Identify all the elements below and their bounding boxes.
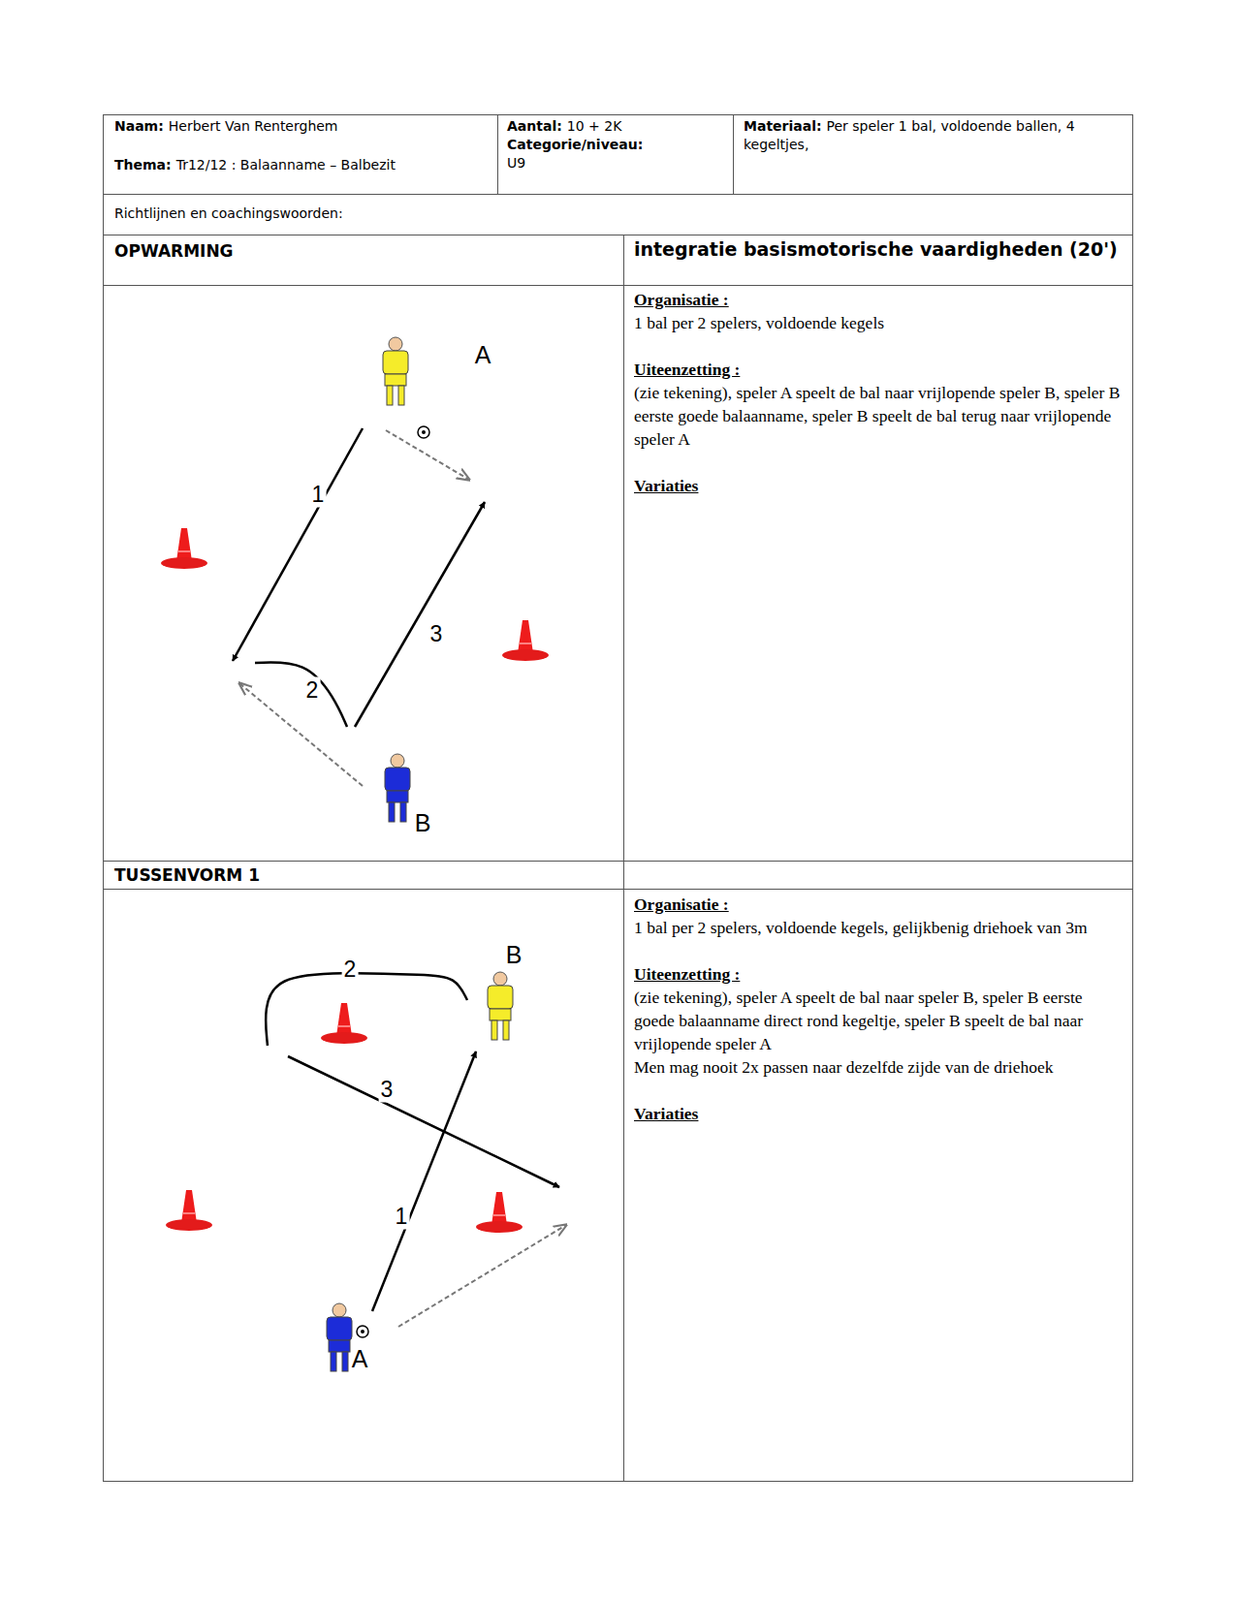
run-arrow bbox=[354, 502, 485, 728]
callout-number: 2 bbox=[304, 677, 321, 704]
player-letter: A bbox=[475, 341, 492, 370]
ball bbox=[356, 1326, 369, 1338]
body-text: Tr12/12 : Balaanname – Balbezit bbox=[176, 157, 396, 173]
body-text: TUSSENVORM 1 bbox=[114, 865, 260, 886]
run-arrow bbox=[232, 428, 363, 662]
player-figure bbox=[487, 972, 513, 1041]
callout-number: 3 bbox=[379, 1077, 396, 1104]
player-figure bbox=[382, 337, 409, 406]
callout-number: 1 bbox=[310, 481, 327, 508]
cone bbox=[160, 528, 208, 570]
text-cell: Richtlijnen en coachingswoorden: bbox=[114, 204, 697, 223]
text-cell: Materiaal:Per speler 1 bal, voldoende ba… bbox=[743, 117, 1130, 155]
body-text: 1 bal per 2 spelers, voldoende kegels, g… bbox=[633, 916, 1124, 940]
body-text: 10 + 2K bbox=[567, 118, 623, 134]
pass-arrow bbox=[239, 683, 363, 787]
field-label: Thema: bbox=[114, 157, 172, 173]
section-heading: Uiteenzetting : bbox=[633, 357, 1124, 381]
player-letter: B bbox=[414, 809, 432, 838]
section-heading: Variaties bbox=[633, 474, 1124, 498]
cone bbox=[320, 1003, 368, 1045]
run-arrow bbox=[287, 1056, 560, 1188]
dribble-path bbox=[254, 662, 348, 728]
table-grid bbox=[102, 114, 1134, 1483]
text-cell: Organisatie :1 bal per 2 spelers, voldoe… bbox=[633, 892, 1124, 1126]
player-figure bbox=[384, 754, 411, 823]
text-cell: integratie basismotorische vaardigheden … bbox=[633, 238, 1124, 260]
body-text: OPWARMING bbox=[114, 241, 234, 261]
body-text: Richtlijnen en coachingswoorden: bbox=[114, 205, 344, 222]
pass-arrow bbox=[385, 430, 470, 480]
exercise-illustration bbox=[160, 337, 567, 1372]
dribble-path bbox=[265, 973, 468, 1046]
section-heading: Variaties bbox=[633, 1102, 1124, 1126]
pass-arrow bbox=[398, 1225, 567, 1328]
section-heading: Organisatie : bbox=[633, 892, 1124, 917]
cone bbox=[502, 620, 549, 662]
text-cell: Naam:Herbert Van Renterghem bbox=[114, 117, 488, 136]
callout-number: 2 bbox=[342, 956, 359, 983]
body-text: Men mag nooit 2x passen naar dezelfde zi… bbox=[633, 1055, 1124, 1079]
text-cell: TUSSENVORM 1 bbox=[114, 865, 600, 886]
body-text: (zie tekening), speler A speelt de bal n… bbox=[633, 985, 1124, 1056]
callout-number: 3 bbox=[428, 621, 445, 648]
body-text: integratie basismotorische vaardigheden … bbox=[633, 238, 1118, 260]
field-label: Aantal: bbox=[507, 118, 563, 134]
text-cell: Thema:Tr12/12 : Balaanname – Balbezit bbox=[114, 156, 488, 175]
player-letter: A bbox=[351, 1345, 369, 1374]
cone bbox=[475, 1192, 523, 1234]
cone bbox=[165, 1190, 213, 1232]
field-label: Naam: bbox=[114, 118, 164, 134]
field-label: Materiaal: bbox=[743, 118, 823, 134]
body-text: Herbert Van Renterghem bbox=[168, 118, 339, 134]
body-text: U9 bbox=[507, 154, 729, 173]
callout-number: 1 bbox=[393, 1204, 411, 1231]
run-arrow bbox=[372, 1051, 476, 1312]
text-cell: Aantal:10 + 2KCategorie/niveau:U9 bbox=[507, 117, 729, 173]
text-cell: OPWARMING bbox=[114, 241, 600, 261]
section-heading: Uiteenzetting : bbox=[633, 962, 1124, 986]
section-heading: Organisatie : bbox=[633, 287, 1124, 312]
field-label: Categorie/niveau: bbox=[507, 135, 729, 155]
body-text: 1 bal per 2 spelers, voldoende kegels bbox=[633, 311, 1124, 335]
text-cell: Organisatie :1 bal per 2 spelers, voldoe… bbox=[633, 287, 1124, 498]
ball bbox=[417, 426, 430, 439]
player-figure bbox=[326, 1303, 352, 1372]
player-letter: B bbox=[506, 941, 523, 970]
body-text: (zie tekening), speler A speelt de bal n… bbox=[633, 380, 1124, 451]
